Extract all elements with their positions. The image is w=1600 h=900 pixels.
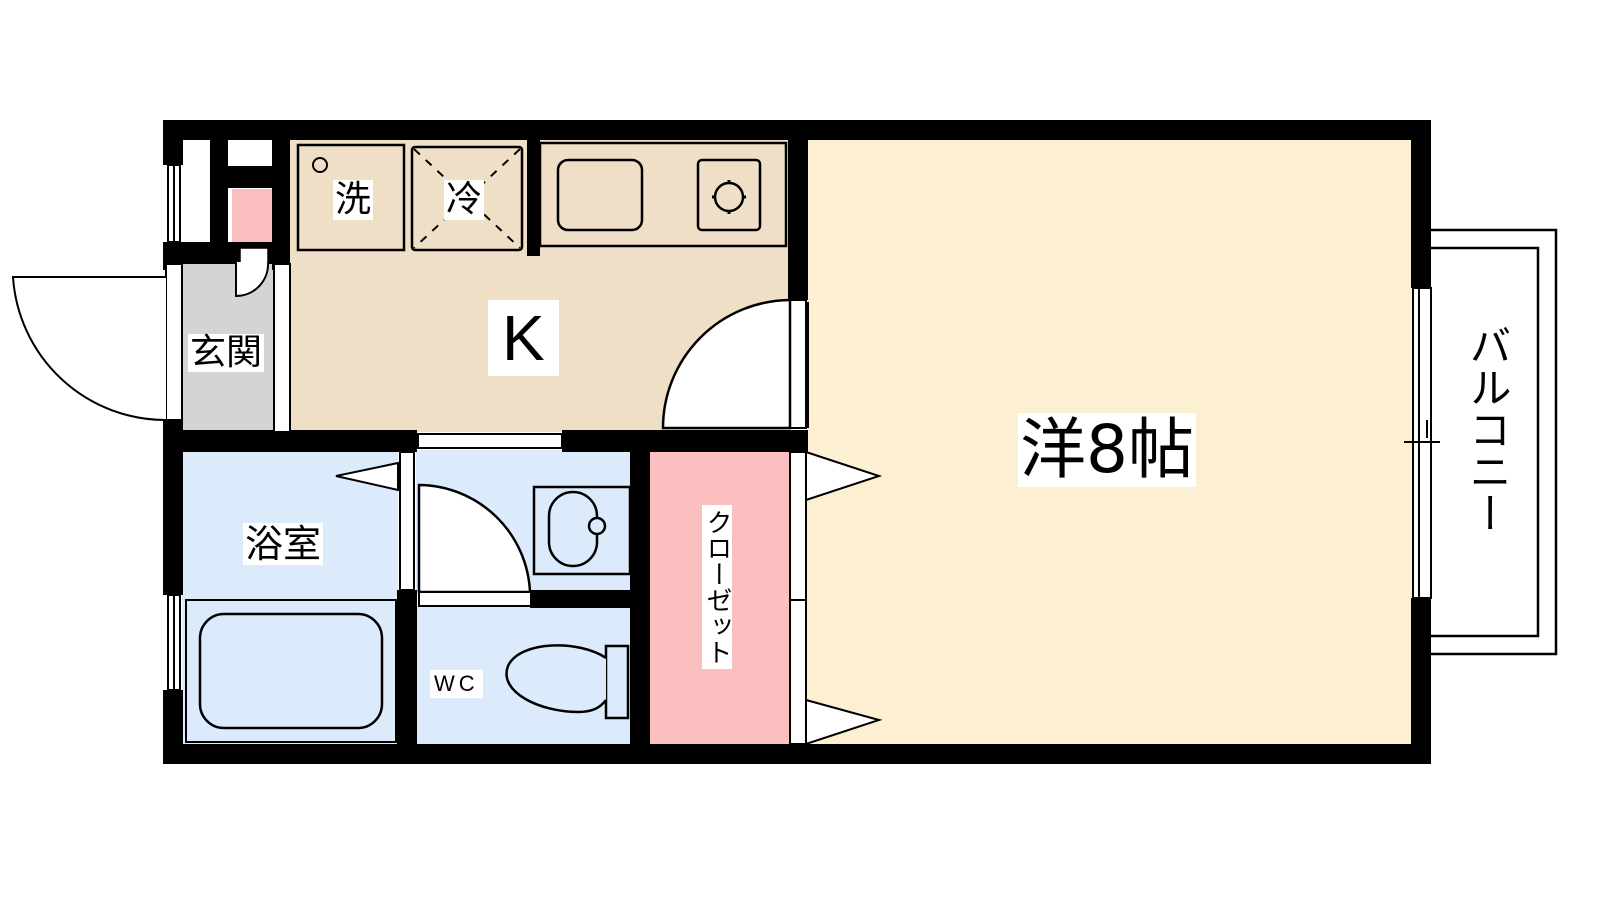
kitchen-door-swing [661,298,792,430]
wall-mid-horizontal-a [163,430,417,452]
wall-shoebox-right [272,120,290,270]
wall-bottom [163,744,1431,764]
entrance-door-frame [165,263,183,421]
wall-closet-left [630,430,650,764]
bathtub-icon [198,612,384,730]
shoe-box [232,189,272,247]
balcony-outer [1431,228,1558,656]
wall-mid-horizontal-b [562,430,808,452]
closet-label: クローゼット [702,505,732,669]
entrance-door-swing [11,276,167,422]
wall-right-lower [1411,598,1431,764]
kitchen-label: K [488,300,559,376]
wall-bath-right [397,590,417,764]
stove-icon [696,158,762,232]
sink-icon [556,158,644,232]
closet-door-upper [805,450,883,502]
fridge-label: 冷 [444,179,485,220]
wall-right-upper [1411,120,1431,288]
entrance-label: 玄関 [188,332,265,373]
balcony-inner [1431,246,1540,638]
washer-label: 洗 [333,179,374,220]
western-room-label: 洋8帖 [1018,411,1196,488]
bathroom-label: 浴室 [243,522,324,566]
washroom-door-swing [417,483,532,594]
wc-label: WC [430,670,483,698]
wall-kitchen-divider [527,138,540,256]
wall-wash-wc [530,590,650,608]
wall-left-top [163,120,183,165]
closet-door-lower [805,698,883,746]
balcony-label: バルコニー [1463,324,1512,534]
wall-left-bath [163,420,183,595]
wall-shoebox-left [210,120,228,260]
wall-kitchen-right [788,120,808,300]
toilet-icon [505,644,607,714]
wall-left-bottom [163,690,183,764]
wall-shoebox-mid [210,166,290,188]
